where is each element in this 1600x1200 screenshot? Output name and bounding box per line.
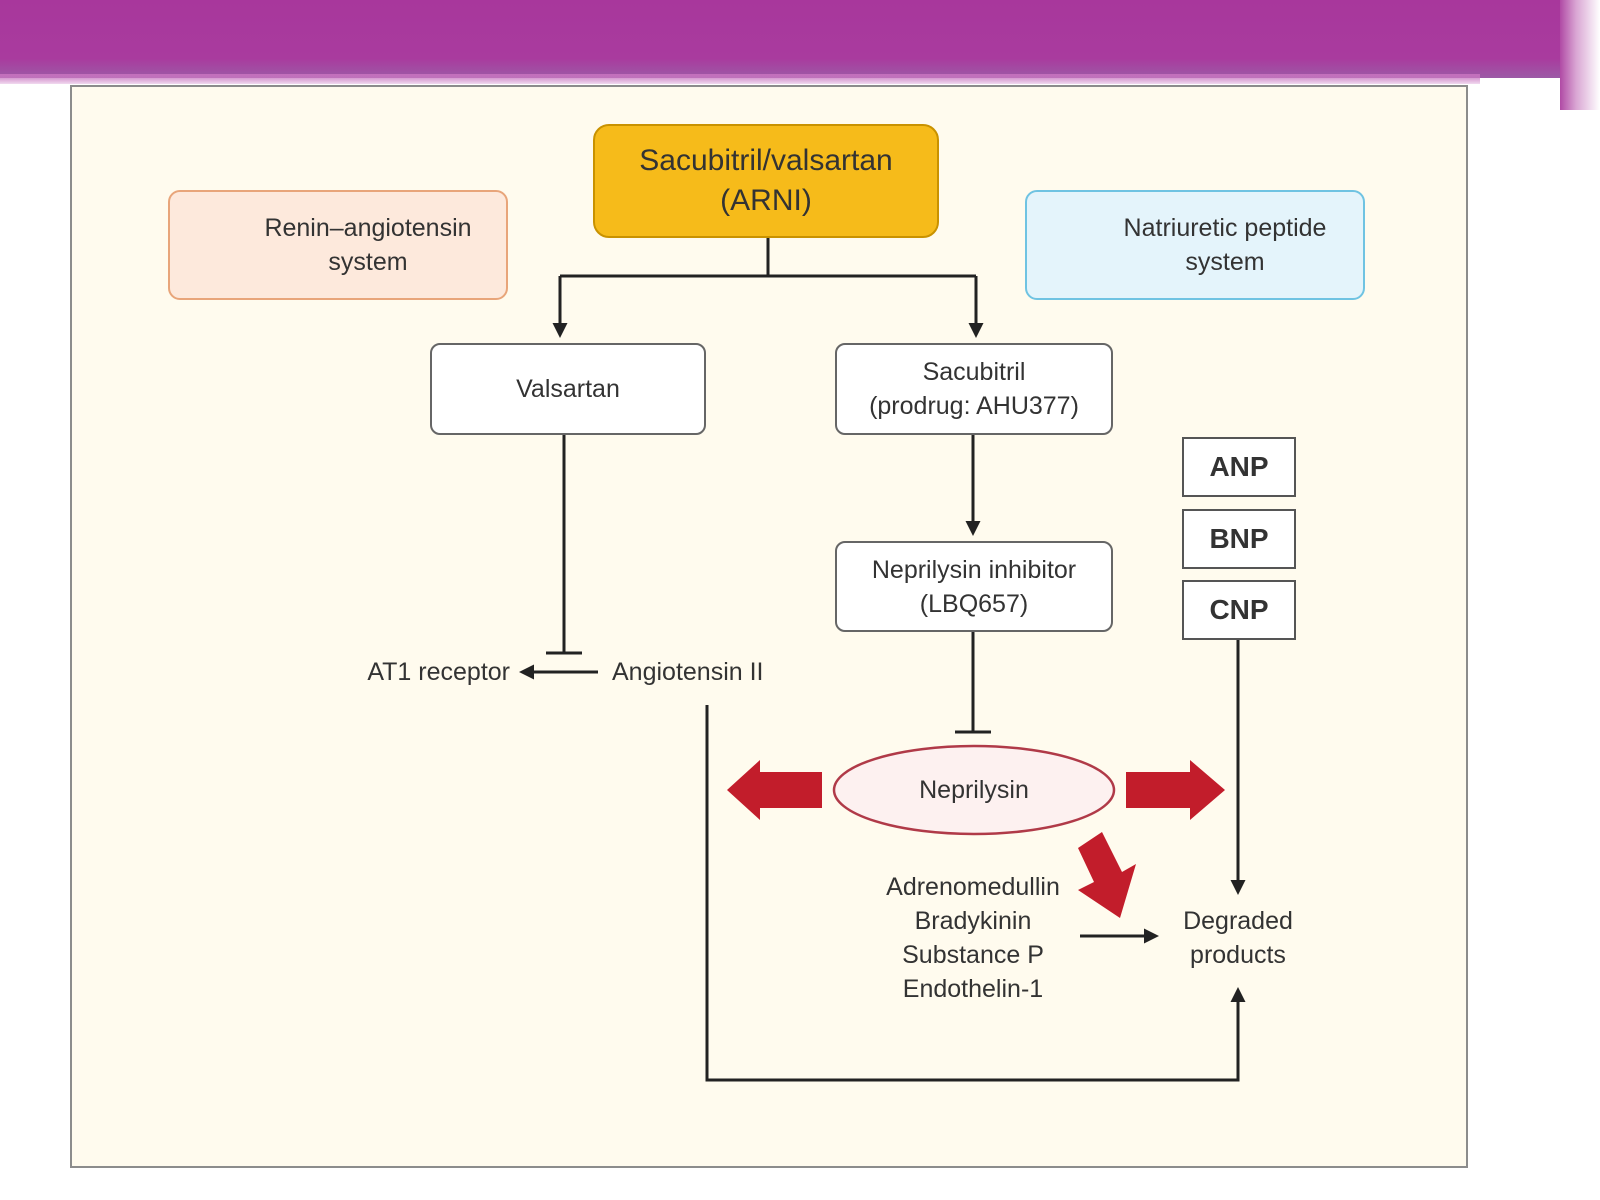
sacubitril-label-line2: (prodrug: AHU377) [869, 392, 1079, 420]
neprilysin-inhibitor-box: Neprilysin inhibitor (LBQ657) [835, 541, 1113, 632]
substrate-item: Bradykinin [914, 907, 1032, 935]
inhibitor-inhibit-line [955, 632, 991, 734]
substrate-item: Endothelin-1 [902, 975, 1044, 1003]
title-bar-shadow [0, 74, 1480, 84]
valsartan-label: Valsartan [516, 375, 620, 403]
renin-angiotensin-box: Renin–angiotensin system [168, 190, 508, 300]
arrow-angiotensin-to-degraded [705, 705, 1246, 1082]
angiotensin-ii-label: Angiotensin II [612, 658, 764, 686]
peptide-label: BNP [1209, 523, 1269, 554]
title-bar [0, 0, 1600, 78]
peptide-box-bnp: BNP [1182, 509, 1296, 569]
substrate-list: Adrenomedullin Bradykinin Substance P En… [868, 870, 1078, 1006]
substrate-item: Adrenomedullin [886, 873, 1060, 901]
peptide-box-cnp: CNP [1182, 580, 1296, 640]
degraded-products-label: Degraded products [1160, 904, 1316, 972]
degraded-label-line1: Degraded [1183, 907, 1293, 935]
natriuretic-peptide-box: Natriuretic peptide system [1025, 190, 1365, 300]
nps-label-line2: system [1185, 248, 1265, 276]
ras-label-line1: Renin–angiotensin [264, 214, 472, 242]
arni-label-line1: Sacubitril/valsartan [639, 144, 893, 177]
inhibitor-label-line1: Neprilysin inhibitor [871, 555, 1077, 584]
red-arrows [727, 760, 1225, 918]
title-bar-edge [1560, 0, 1600, 110]
arni-box: Sacubitril/valsartan (ARNI) [593, 124, 939, 238]
red-arrow-left [727, 760, 822, 820]
nps-label-line1: Natriuretic peptide [1123, 214, 1327, 242]
substrate-item: Substance P [902, 941, 1044, 969]
neprilysin-ellipse [832, 744, 1116, 836]
red-arrow-down [1078, 832, 1136, 918]
valsartan-box: Valsartan [430, 343, 706, 435]
at1-receptor-label: AT1 receptor [367, 658, 510, 686]
peptide-label: CNP [1209, 594, 1269, 625]
arni-split-line [560, 238, 976, 278]
valsartan-inhibit-line [546, 435, 582, 655]
inhibitor-label-line2: (LBQ657) [919, 589, 1029, 618]
red-arrow-right [1126, 760, 1225, 820]
peptide-label: ANP [1209, 451, 1269, 482]
neprilysin-label: Neprilysin [919, 776, 1029, 804]
peptide-box-anp: ANP [1182, 437, 1296, 497]
ras-label-line2: system [328, 248, 408, 276]
sacubitril-label-line1: Sacubitril [922, 358, 1026, 386]
arni-label-line2: (ARNI) [720, 184, 812, 217]
degraded-label-line2: products [1190, 941, 1286, 969]
sacubitril-box: Sacubitril (prodrug: AHU377) [835, 343, 1113, 435]
